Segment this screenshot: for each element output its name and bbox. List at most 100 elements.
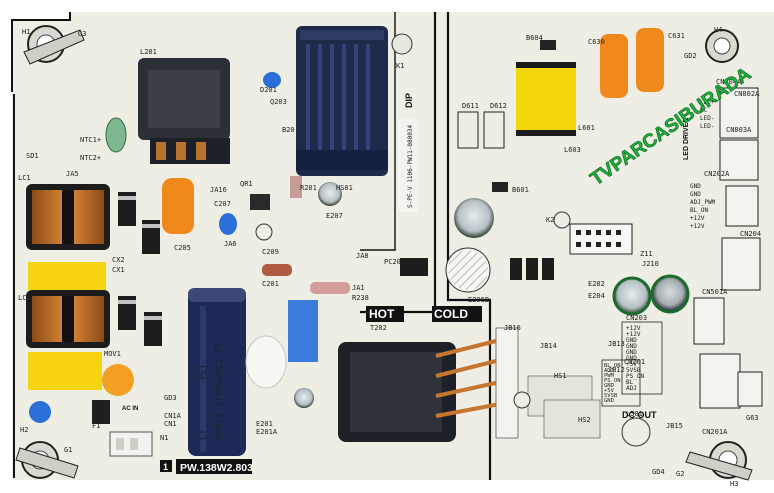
- svg-text:5VSB: 5VSB: [604, 393, 618, 399]
- bulk-cap-et: ET: [199, 429, 209, 440]
- bulk-cap-pet: PET: [199, 363, 209, 380]
- cold-badge: [432, 306, 482, 322]
- svg-text:+12V: +12V: [626, 325, 641, 332]
- svg-text:GND: GND: [626, 343, 637, 350]
- label-e204: E204: [588, 292, 605, 300]
- heatsink-sticker-text: S-PE-V 1106-PW11-080034: [407, 125, 414, 208]
- label-c207: C207: [214, 200, 231, 208]
- cap-c213: [263, 72, 281, 88]
- label-l201: L201: [140, 48, 157, 56]
- label-hs1: HS1: [554, 372, 567, 380]
- heatsink-hs2: [543, 399, 601, 439]
- svg-text:LED+: LED+: [700, 99, 715, 106]
- label-g63: G63: [746, 414, 759, 422]
- cap-c631: [636, 28, 664, 92]
- label-ja6: JA6: [224, 240, 237, 248]
- resistor-r201: [290, 176, 302, 198]
- label-g1: G1: [64, 446, 72, 454]
- cap-e202: [612, 276, 652, 316]
- cap-c630: [600, 34, 628, 98]
- optocoupler-pc202: [400, 258, 428, 276]
- svg-text:PWM: PWM: [604, 373, 615, 379]
- svg-text:ADJ: ADJ: [626, 385, 637, 392]
- led-pin-table: LED+ NC LED- LED-: [700, 99, 715, 130]
- label-hs2: HS2: [578, 416, 591, 424]
- cn202a-pin-table: GND GND ADJ_PWM BL_ON +12V +12V: [690, 183, 716, 230]
- label-ja8: JA8: [356, 252, 369, 260]
- label-g3: G3: [78, 30, 86, 38]
- label-d201: D201: [260, 86, 277, 94]
- label-cn201: CN201: [624, 358, 645, 366]
- connector-g63: [737, 371, 763, 407]
- label-cx1: CX1: [112, 266, 125, 274]
- cold-label: COLD: [434, 307, 468, 321]
- mount-hole-tl: [23, 25, 85, 65]
- label-e201: E201: [256, 420, 273, 428]
- ac-in-label: AC IN: [122, 406, 138, 412]
- label-h1: H1: [22, 28, 30, 36]
- svg-text:GND: GND: [626, 355, 637, 362]
- cn203-pin-table: +12V +12V GND GND GND GND +5V 5VSB PS_ON…: [621, 321, 663, 395]
- svg-text:+12V: +12V: [626, 331, 641, 338]
- header-ja-block: [569, 223, 633, 255]
- choke-lc1: [26, 184, 110, 250]
- label-l603: L603: [564, 146, 581, 154]
- diode-d3: [118, 296, 136, 330]
- label-b20: B20: [282, 126, 295, 134]
- cap-cx2: [28, 352, 102, 390]
- label-cx2: CX2: [112, 256, 125, 264]
- svg-text:BL_ON: BL_ON: [690, 207, 708, 214]
- label-q203: Q203: [270, 98, 287, 106]
- diode-d4: [144, 312, 162, 346]
- label-cn802a: CN802A: [734, 90, 760, 98]
- choke-lc2: [26, 290, 110, 348]
- label-c201: C201: [262, 280, 279, 288]
- transformer-t202: [338, 338, 501, 442]
- ic-qr1: [250, 194, 270, 210]
- svg-text:PS_ON: PS_ON: [626, 373, 644, 380]
- label-e207: E207: [326, 212, 343, 220]
- svg-text:GND: GND: [604, 383, 614, 389]
- connector-cn201a: [699, 353, 741, 409]
- label-ja1: JA1: [352, 284, 365, 292]
- svg-text:5VSB: 5VSB: [626, 367, 641, 374]
- label-z11: Z11: [640, 250, 653, 258]
- hot-badge: [366, 306, 404, 322]
- label-e201a: E201A: [256, 428, 278, 436]
- label-cn804a: CN804A: [716, 78, 742, 86]
- label-cn501a: CN501A: [702, 288, 728, 296]
- label-hs01: HS01: [336, 184, 353, 192]
- label-jb14: JB14: [540, 342, 557, 350]
- label-e206b: E206B: [468, 296, 489, 304]
- label-pc202: PC202: [384, 258, 405, 266]
- svg-text:GND: GND: [604, 398, 614, 404]
- label-b601: B601: [512, 186, 529, 194]
- connector-cn204: [721, 237, 761, 291]
- label-gd2: GD2: [684, 52, 697, 60]
- mount-hole-bl: [15, 441, 79, 479]
- label-f1: F1: [92, 422, 100, 430]
- label-mov1: MOV1: [104, 350, 121, 358]
- pin-one-label: 1: [163, 462, 168, 472]
- mount-hole-tr: [705, 29, 739, 63]
- svg-text:GND: GND: [626, 349, 637, 356]
- svg-text:GND: GND: [690, 191, 701, 198]
- diode-d223: [542, 258, 554, 280]
- label-cn203: CN203: [626, 314, 647, 322]
- connector-cn501a: [693, 297, 725, 345]
- svg-text:LED-: LED-: [700, 115, 714, 122]
- label-jb15: JB15: [666, 422, 683, 430]
- hot-label: HOT: [369, 307, 395, 321]
- cap-e207: [318, 182, 342, 206]
- label-t202: T202: [370, 324, 387, 332]
- svg-text:ADJ_PWM: ADJ_PWM: [690, 199, 716, 206]
- connector-cn803a: [719, 139, 759, 181]
- connector-jb16: [495, 327, 519, 439]
- label-ja16: JA16: [210, 186, 227, 194]
- svg-text:NC: NC: [700, 107, 708, 114]
- heatsink-sticker: [398, 118, 418, 212]
- inductor-l501: [621, 417, 651, 447]
- label-ja5: JA5: [66, 170, 79, 178]
- svg-text:ADJ: ADJ: [604, 368, 614, 374]
- inrush-thermistor: [245, 335, 287, 389]
